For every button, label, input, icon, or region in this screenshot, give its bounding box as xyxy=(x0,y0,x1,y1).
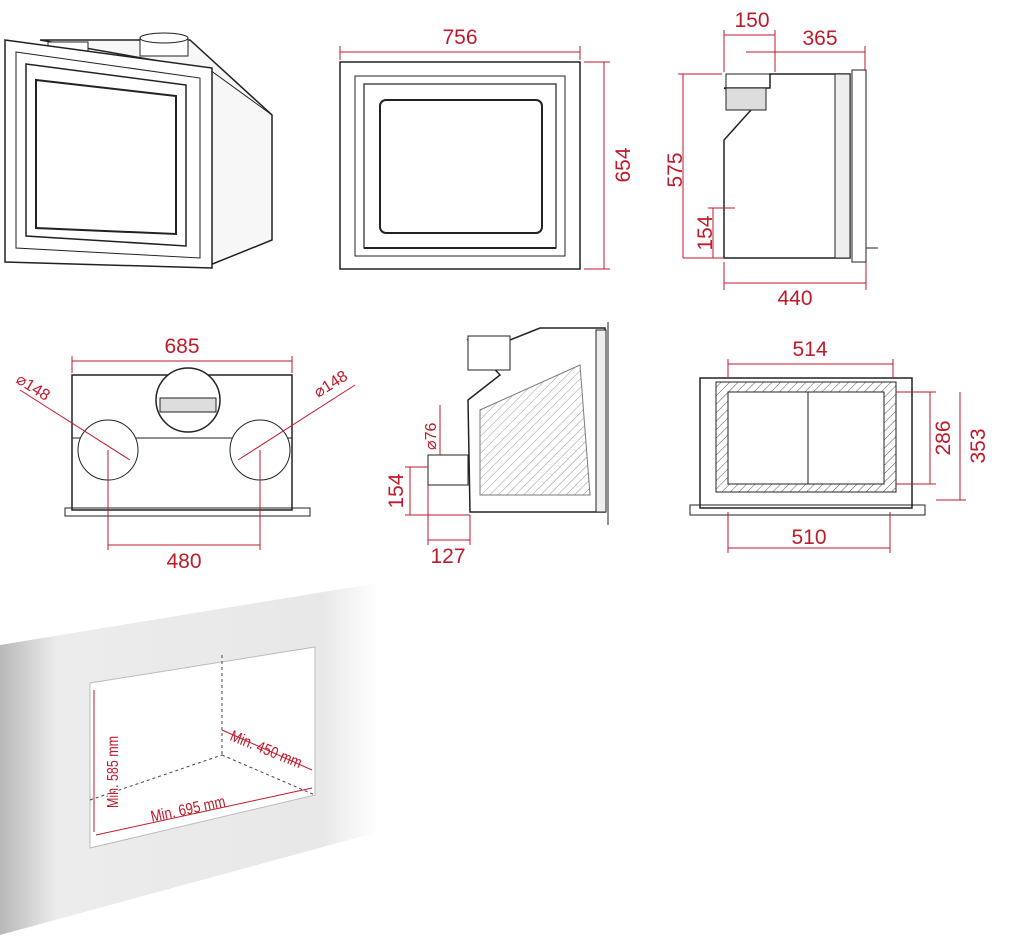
niche-min-height-label: Min. 585 mm xyxy=(105,736,123,808)
wall-niche-view: Min. 585 mm Min. 695 mm Min. 450 mm xyxy=(0,583,378,935)
side-base-depth-label: 440 xyxy=(777,287,812,310)
side-depth-label: 365 xyxy=(802,27,837,50)
side-height-label: 575 xyxy=(664,152,687,187)
inlet-diameter-label: ⌀76 xyxy=(423,422,440,450)
top-view: 685 ⌀148 ⌀148 480 xyxy=(13,335,356,573)
rear-bottom-width-label: 510 xyxy=(791,526,826,549)
front-height-label: 654 xyxy=(612,147,635,182)
top-width-label: 685 xyxy=(164,335,199,358)
front-view: 756 654 xyxy=(339,26,635,270)
side-inlet-height-label: 154 xyxy=(694,215,717,250)
front-width-label: 756 xyxy=(442,26,477,49)
duct-right-diameter-label: ⌀148 xyxy=(311,368,351,402)
rear-inner-height-label: 286 xyxy=(932,420,955,455)
side-view: 150 365 575 154 440 xyxy=(664,9,878,310)
section-inlet-offset-label: 127 xyxy=(430,545,465,568)
rear-view: 514 510 286 353 xyxy=(689,338,990,553)
duct-spacing-label: 480 xyxy=(166,550,201,573)
side-offset-label: 150 xyxy=(734,9,769,32)
section-view: ⌀76 154 127 xyxy=(385,322,609,568)
section-inlet-height-label: 154 xyxy=(385,473,408,508)
isometric-fireplace-view xyxy=(4,32,273,269)
duct-left-diameter-label: ⌀148 xyxy=(13,371,53,405)
rear-outer-height-label: 353 xyxy=(967,428,990,463)
rear-top-width-label: 514 xyxy=(792,338,827,361)
